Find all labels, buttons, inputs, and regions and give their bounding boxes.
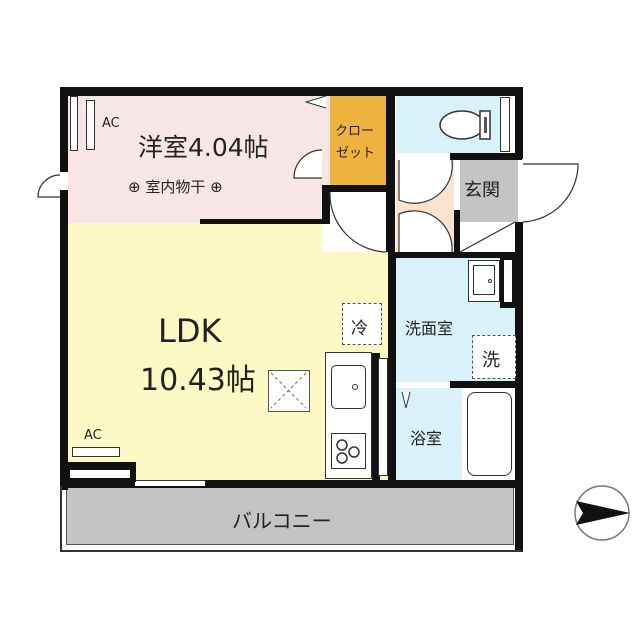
kitchen-counter [325, 352, 372, 479]
fridge-label: 冷 [351, 319, 368, 339]
wall-left-lower [60, 190, 68, 490]
wall-hall-right [454, 210, 460, 255]
ventilation-fan [268, 370, 310, 412]
x-mark-icon [270, 372, 307, 409]
washer-label: 洗 [482, 350, 500, 371]
fridge-space: 冷 [342, 303, 382, 345]
wall-top [60, 87, 522, 96]
ac-label-ldk: AC [84, 428, 102, 443]
washer-space: 洗 [472, 335, 516, 379]
kitchen-partition [378, 358, 388, 476]
balcony-frame [60, 486, 522, 552]
toilet-icon [438, 107, 494, 143]
ldk-label: LDK [158, 312, 222, 350]
wall-right-upper [515, 87, 523, 159]
closet-label-1: クロー [335, 124, 375, 139]
shoe-storage [460, 222, 518, 254]
ac-unit-western [86, 100, 95, 150]
wall-toilet-bottom [450, 153, 522, 160]
stove-icon [331, 433, 366, 469]
wall-wash-bath [450, 381, 522, 388]
western-room [68, 95, 330, 223]
wall-closet-left [322, 185, 330, 223]
window-ldk [135, 480, 205, 486]
ac-unit-ldk [72, 447, 120, 457]
ldk-corner-window [70, 470, 130, 478]
closet-label-2: ゼット [336, 146, 376, 161]
balcony [66, 487, 514, 545]
western-room-label: 洋室4.04帖 [138, 133, 269, 162]
window-toilet [500, 97, 510, 152]
closet [330, 95, 386, 185]
wall-closet-right [386, 87, 395, 252]
wall-bottom [60, 480, 522, 488]
wash-basin-icon [468, 260, 500, 302]
ac-label-western: AC [102, 116, 120, 131]
wash-window [504, 260, 512, 302]
wall-left-upper [60, 87, 68, 172]
wall-western-ldk [200, 219, 330, 224]
wall-hall-bottom [388, 252, 522, 258]
ldk-size: 10.43帖 [140, 363, 256, 398]
genkan [460, 160, 518, 222]
window-western [70, 96, 78, 151]
balcony-label: バルコニー [232, 509, 332, 533]
compass-icon [572, 483, 632, 543]
wall-closet-bottom [322, 185, 394, 192]
washroom-label: 洗面室 [405, 319, 454, 338]
bathtub-icon [467, 392, 512, 476]
bathroom-label: 浴室 [410, 429, 443, 448]
sink-icon [331, 365, 366, 409]
wall-ldk-wet [388, 252, 396, 482]
genkan-label: 玄関 [464, 180, 500, 201]
wall-kitchen-divider [372, 353, 380, 481]
western-room-note: ⊕ 室内物干 ⊕ [128, 178, 223, 196]
